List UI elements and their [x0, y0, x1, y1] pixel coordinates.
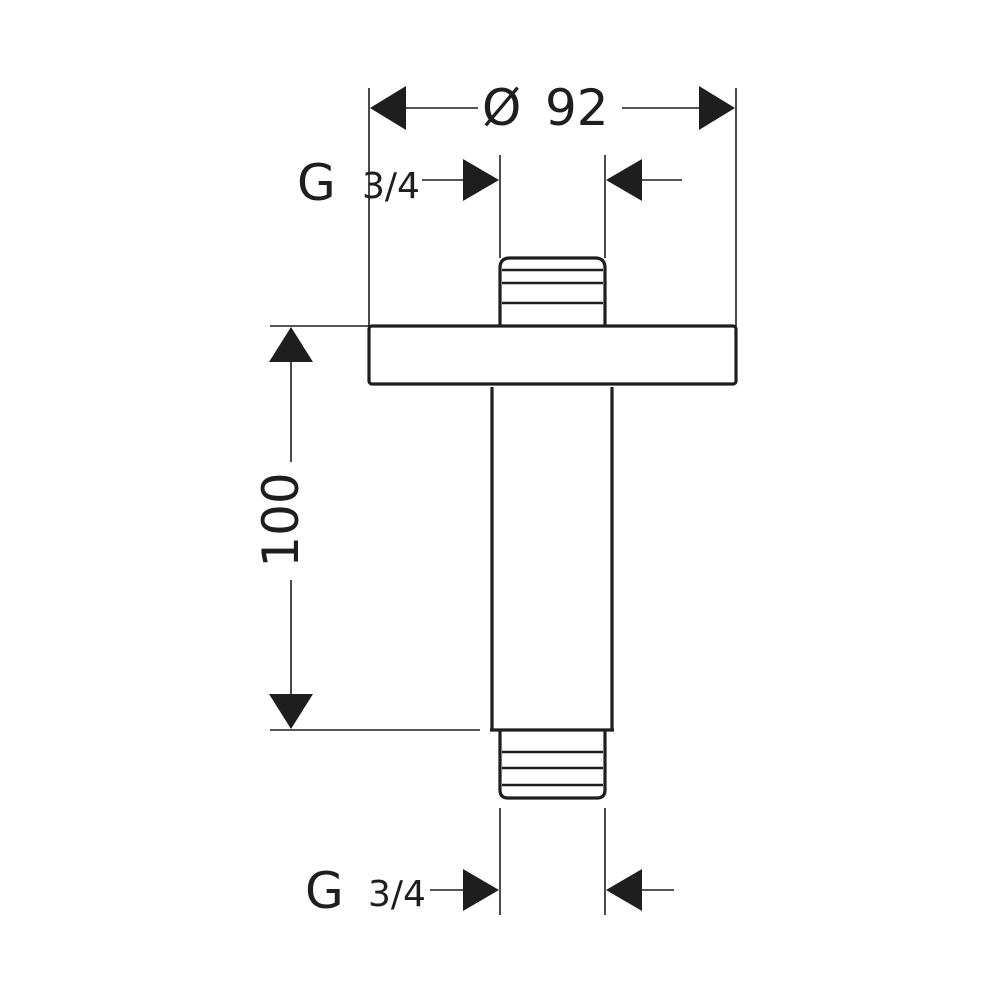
bottom-thread-dimension: G 3/4	[305, 808, 674, 920]
thread-letter: G	[305, 862, 344, 920]
ceiling-connector-part	[367, 256, 738, 800]
flange	[367, 324, 738, 386]
arrowhead-top	[269, 327, 313, 362]
height-dimension: 100	[252, 325, 480, 731]
top-threaded-nipple	[498, 256, 607, 326]
arrowhead-right	[606, 159, 642, 201]
arrowhead-left	[463, 159, 499, 201]
diameter-value: 92	[545, 79, 609, 137]
arrowhead-right	[606, 869, 642, 911]
top-thread-dimension: G 3/4	[297, 154, 682, 258]
diameter-dimension: Ø 92	[368, 79, 737, 326]
arrowhead-left	[370, 86, 406, 130]
arrowhead-left	[463, 869, 499, 911]
thread-size: 3/4	[368, 874, 426, 915]
height-value: 100	[252, 472, 310, 567]
bottom-threaded-end	[498, 730, 607, 800]
thread-letter: G	[297, 154, 336, 212]
arrowhead-bottom	[269, 694, 313, 729]
diameter-symbol: Ø	[482, 79, 521, 137]
tube	[490, 387, 614, 732]
thread-size: 3/4	[362, 166, 420, 207]
arrowhead-right	[699, 86, 735, 130]
